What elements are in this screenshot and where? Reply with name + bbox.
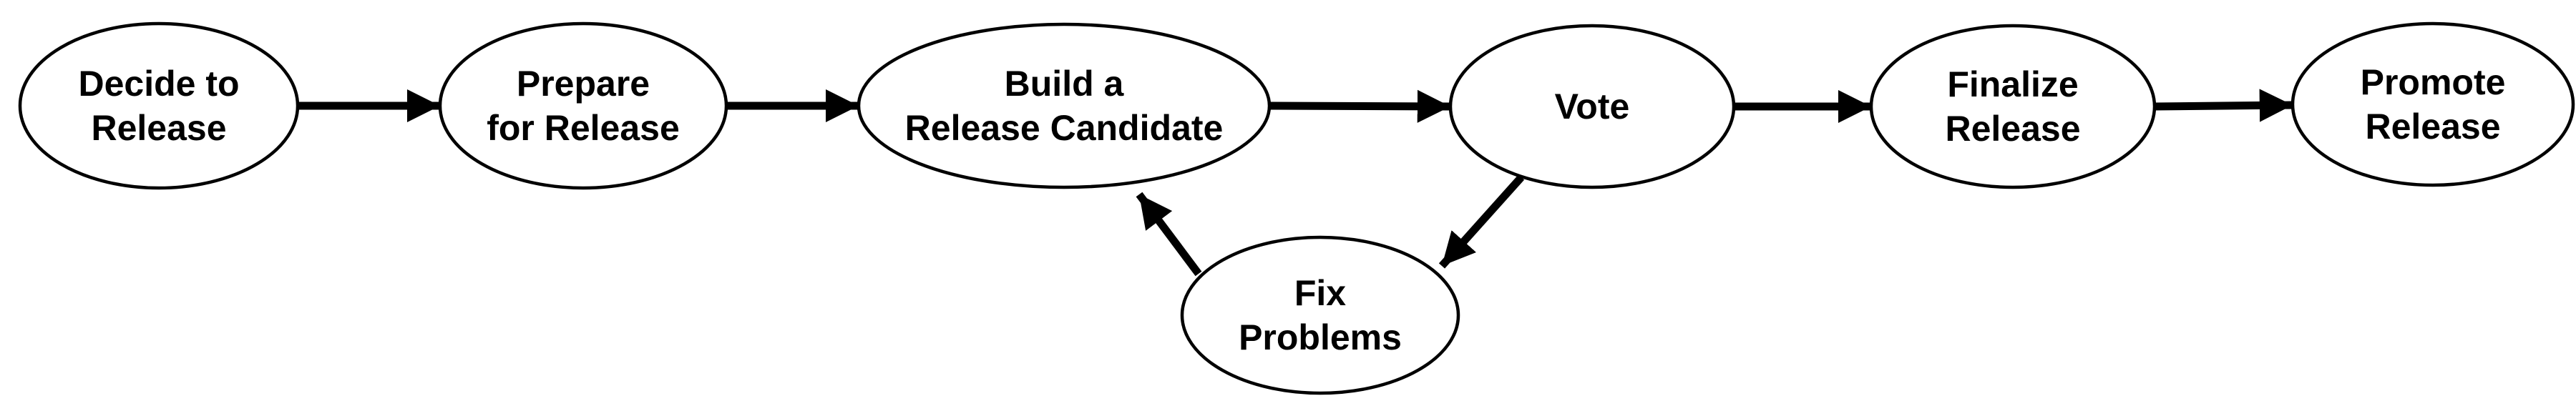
node-label-line: for Release — [487, 108, 680, 148]
node-label-line: Vote — [1555, 86, 1630, 127]
node-label-line: Release Candidate — [905, 108, 1224, 148]
node-label-line: Decide to — [78, 64, 239, 104]
flow-edge-build-to-vote — [1269, 89, 1451, 123]
node-label-line: Fix — [1294, 273, 1346, 313]
flow-node-ellipse-decide — [18, 21, 300, 190]
node-label-line: Promote — [2361, 62, 2506, 102]
node-label-vote: Vote — [1555, 86, 1630, 127]
flow-edge-finalize-to-promote — [2154, 89, 2293, 122]
node-label-line: Release — [2365, 107, 2500, 147]
node-label-line: Release — [1945, 109, 2080, 149]
node-label-line: Problems — [1239, 317, 1402, 357]
flow-node-vote: Vote — [1448, 24, 1736, 189]
flow-edge-vote-to-fix — [1438, 174, 1525, 269]
flow-node-ellipse-fix — [1180, 235, 1460, 395]
flow-node-ellipse-prepare — [438, 21, 728, 190]
edge-layer — [298, 89, 2293, 277]
node-label-line: Release — [91, 108, 226, 148]
flow-edge-fix-to-build — [1136, 192, 1202, 277]
node-label-line: Prepare — [517, 64, 650, 104]
flow-node-ellipse-finalize — [1869, 24, 2157, 189]
flow-node-ellipse-promote — [2290, 21, 2575, 187]
flow-node-ellipse-vote — [1448, 24, 1736, 189]
flow-node-ellipse-build — [857, 22, 1272, 189]
node-label-line: Finalize — [1947, 64, 2078, 104]
node-label-line: Build a — [1005, 64, 1125, 104]
